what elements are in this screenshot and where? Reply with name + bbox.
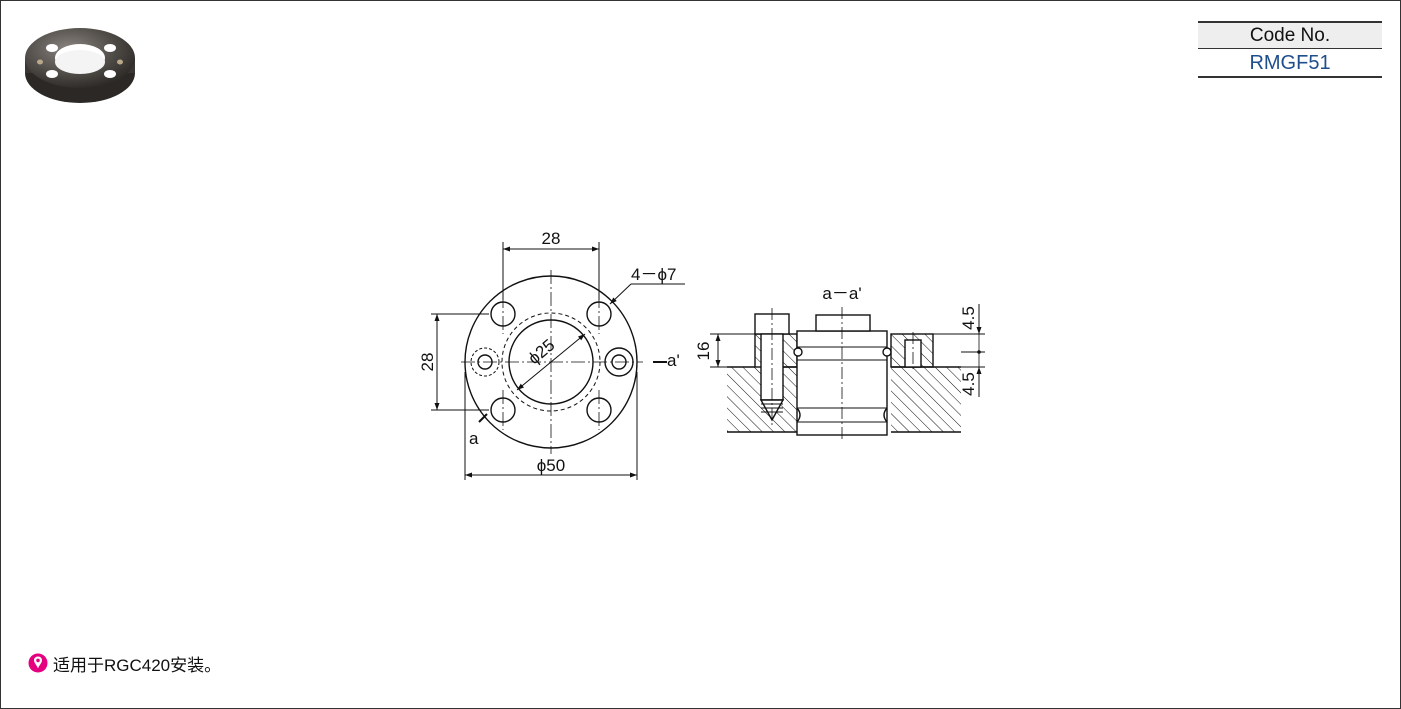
- base-right: [891, 367, 961, 432]
- section-view: [727, 313, 961, 436]
- dim-top-width: 28: [542, 229, 561, 248]
- technical-drawing: 28 28 4－ϕ7 ϕ25 ϕ50 a' a a－a': [418, 229, 985, 480]
- dim-top-offset: 4.5: [959, 306, 978, 330]
- product-photo: [25, 28, 135, 103]
- pin-left-outer: [470, 347, 500, 377]
- code-number-label: Code No.: [1198, 23, 1382, 49]
- exclamation-circle-icon: [28, 653, 48, 673]
- dim-outer: ϕ50: [537, 456, 565, 475]
- center-top: [815, 314, 871, 332]
- front-dimensions: [431, 242, 685, 480]
- dim-thickness: 16: [694, 342, 713, 361]
- section-dimensions: [710, 304, 985, 397]
- ball-left: [793, 347, 803, 357]
- note-text: 适用于RGC420安装。: [53, 655, 222, 675]
- section-title: a－a': [822, 284, 861, 303]
- dim-center-dot: [977, 350, 981, 354]
- section-mark-a: a: [469, 429, 479, 448]
- code-number-box: Code No. RMGF51: [1198, 21, 1382, 78]
- dim-holes: 4－ϕ7: [631, 265, 676, 284]
- ball-right: [882, 347, 892, 357]
- section-center-lines: [771, 307, 914, 442]
- installation-note: 适用于RGC420安装。: [28, 652, 222, 675]
- code-number-value: RMGF51: [1249, 52, 1331, 74]
- front-center-lines: [461, 270, 643, 454]
- section-mark-a-prime: a': [667, 351, 680, 370]
- dim-bottom-offset: 4.5: [959, 372, 978, 396]
- dim-side-height: 28: [418, 353, 437, 372]
- dim-bore: ϕ25: [524, 335, 558, 368]
